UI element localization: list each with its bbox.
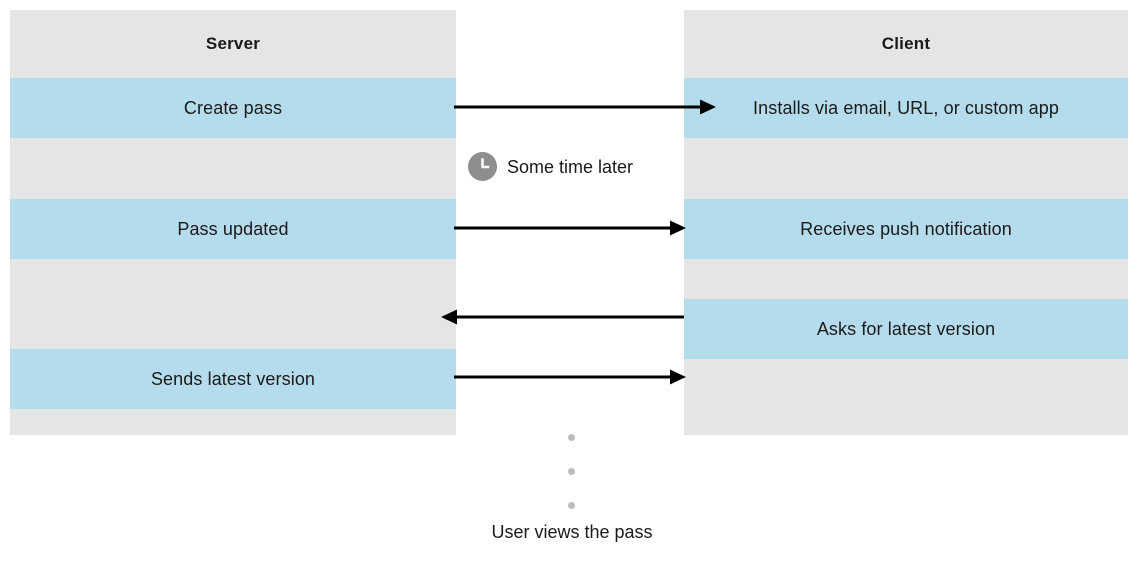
clock-icon xyxy=(467,151,498,182)
server-step-pass-updated-label: Pass updated xyxy=(177,219,289,239)
arrow-asks-latest-version xyxy=(441,309,684,325)
arrow-sends-latest-version xyxy=(454,369,686,385)
client-step-asks-latest-version: Asks for latest version xyxy=(684,299,1128,359)
client-step-asks-latest-version-label: Asks for latest version xyxy=(816,319,996,339)
lane-server-title: Server xyxy=(205,34,261,53)
client-step-installs-label: Installs via email, URL, or custom app xyxy=(753,98,1059,118)
ellipsis-dots xyxy=(568,434,575,509)
ellipsis-dot xyxy=(568,434,575,441)
lane-client-title: Client xyxy=(881,34,931,53)
ellipsis-dot xyxy=(568,502,575,509)
server-step-create-pass-label: Create pass xyxy=(183,98,283,118)
client-step-installs: Installs via email, URL, or custom app xyxy=(684,78,1128,138)
arrow-create-pass xyxy=(454,99,716,115)
client-spacer-1 xyxy=(684,138,1128,199)
client-step-receives-push-label: Receives push notification xyxy=(800,219,1012,239)
lane-client-header: Client xyxy=(684,10,1128,78)
server-spacer-2 xyxy=(10,259,456,349)
lane-server-header: Server xyxy=(10,10,456,78)
server-spacer-3 xyxy=(10,409,456,435)
client-spacer-3 xyxy=(684,359,1128,435)
server-step-sends-latest-version-label: Sends latest version xyxy=(150,369,316,389)
client-step-receives-push: Receives push notification xyxy=(684,199,1128,259)
server-step-sends-latest-version: Sends latest version xyxy=(10,349,456,409)
some-time-later-label: Some time later xyxy=(507,156,634,177)
server-step-create-pass: Create pass xyxy=(10,78,456,138)
arrow-pass-updated xyxy=(454,220,686,236)
diagram-caption: User views the pass xyxy=(491,522,653,542)
lane-client: Client Installs via email, URL, or custo… xyxy=(684,10,1128,435)
client-spacer-2 xyxy=(684,259,1128,299)
some-time-later-note: Some time later xyxy=(467,151,633,182)
server-spacer-1 xyxy=(10,138,456,199)
lane-server: Server Create pass Pass updated Sends la… xyxy=(10,10,456,435)
server-step-pass-updated: Pass updated xyxy=(10,199,456,259)
ellipsis-dot xyxy=(568,468,575,475)
